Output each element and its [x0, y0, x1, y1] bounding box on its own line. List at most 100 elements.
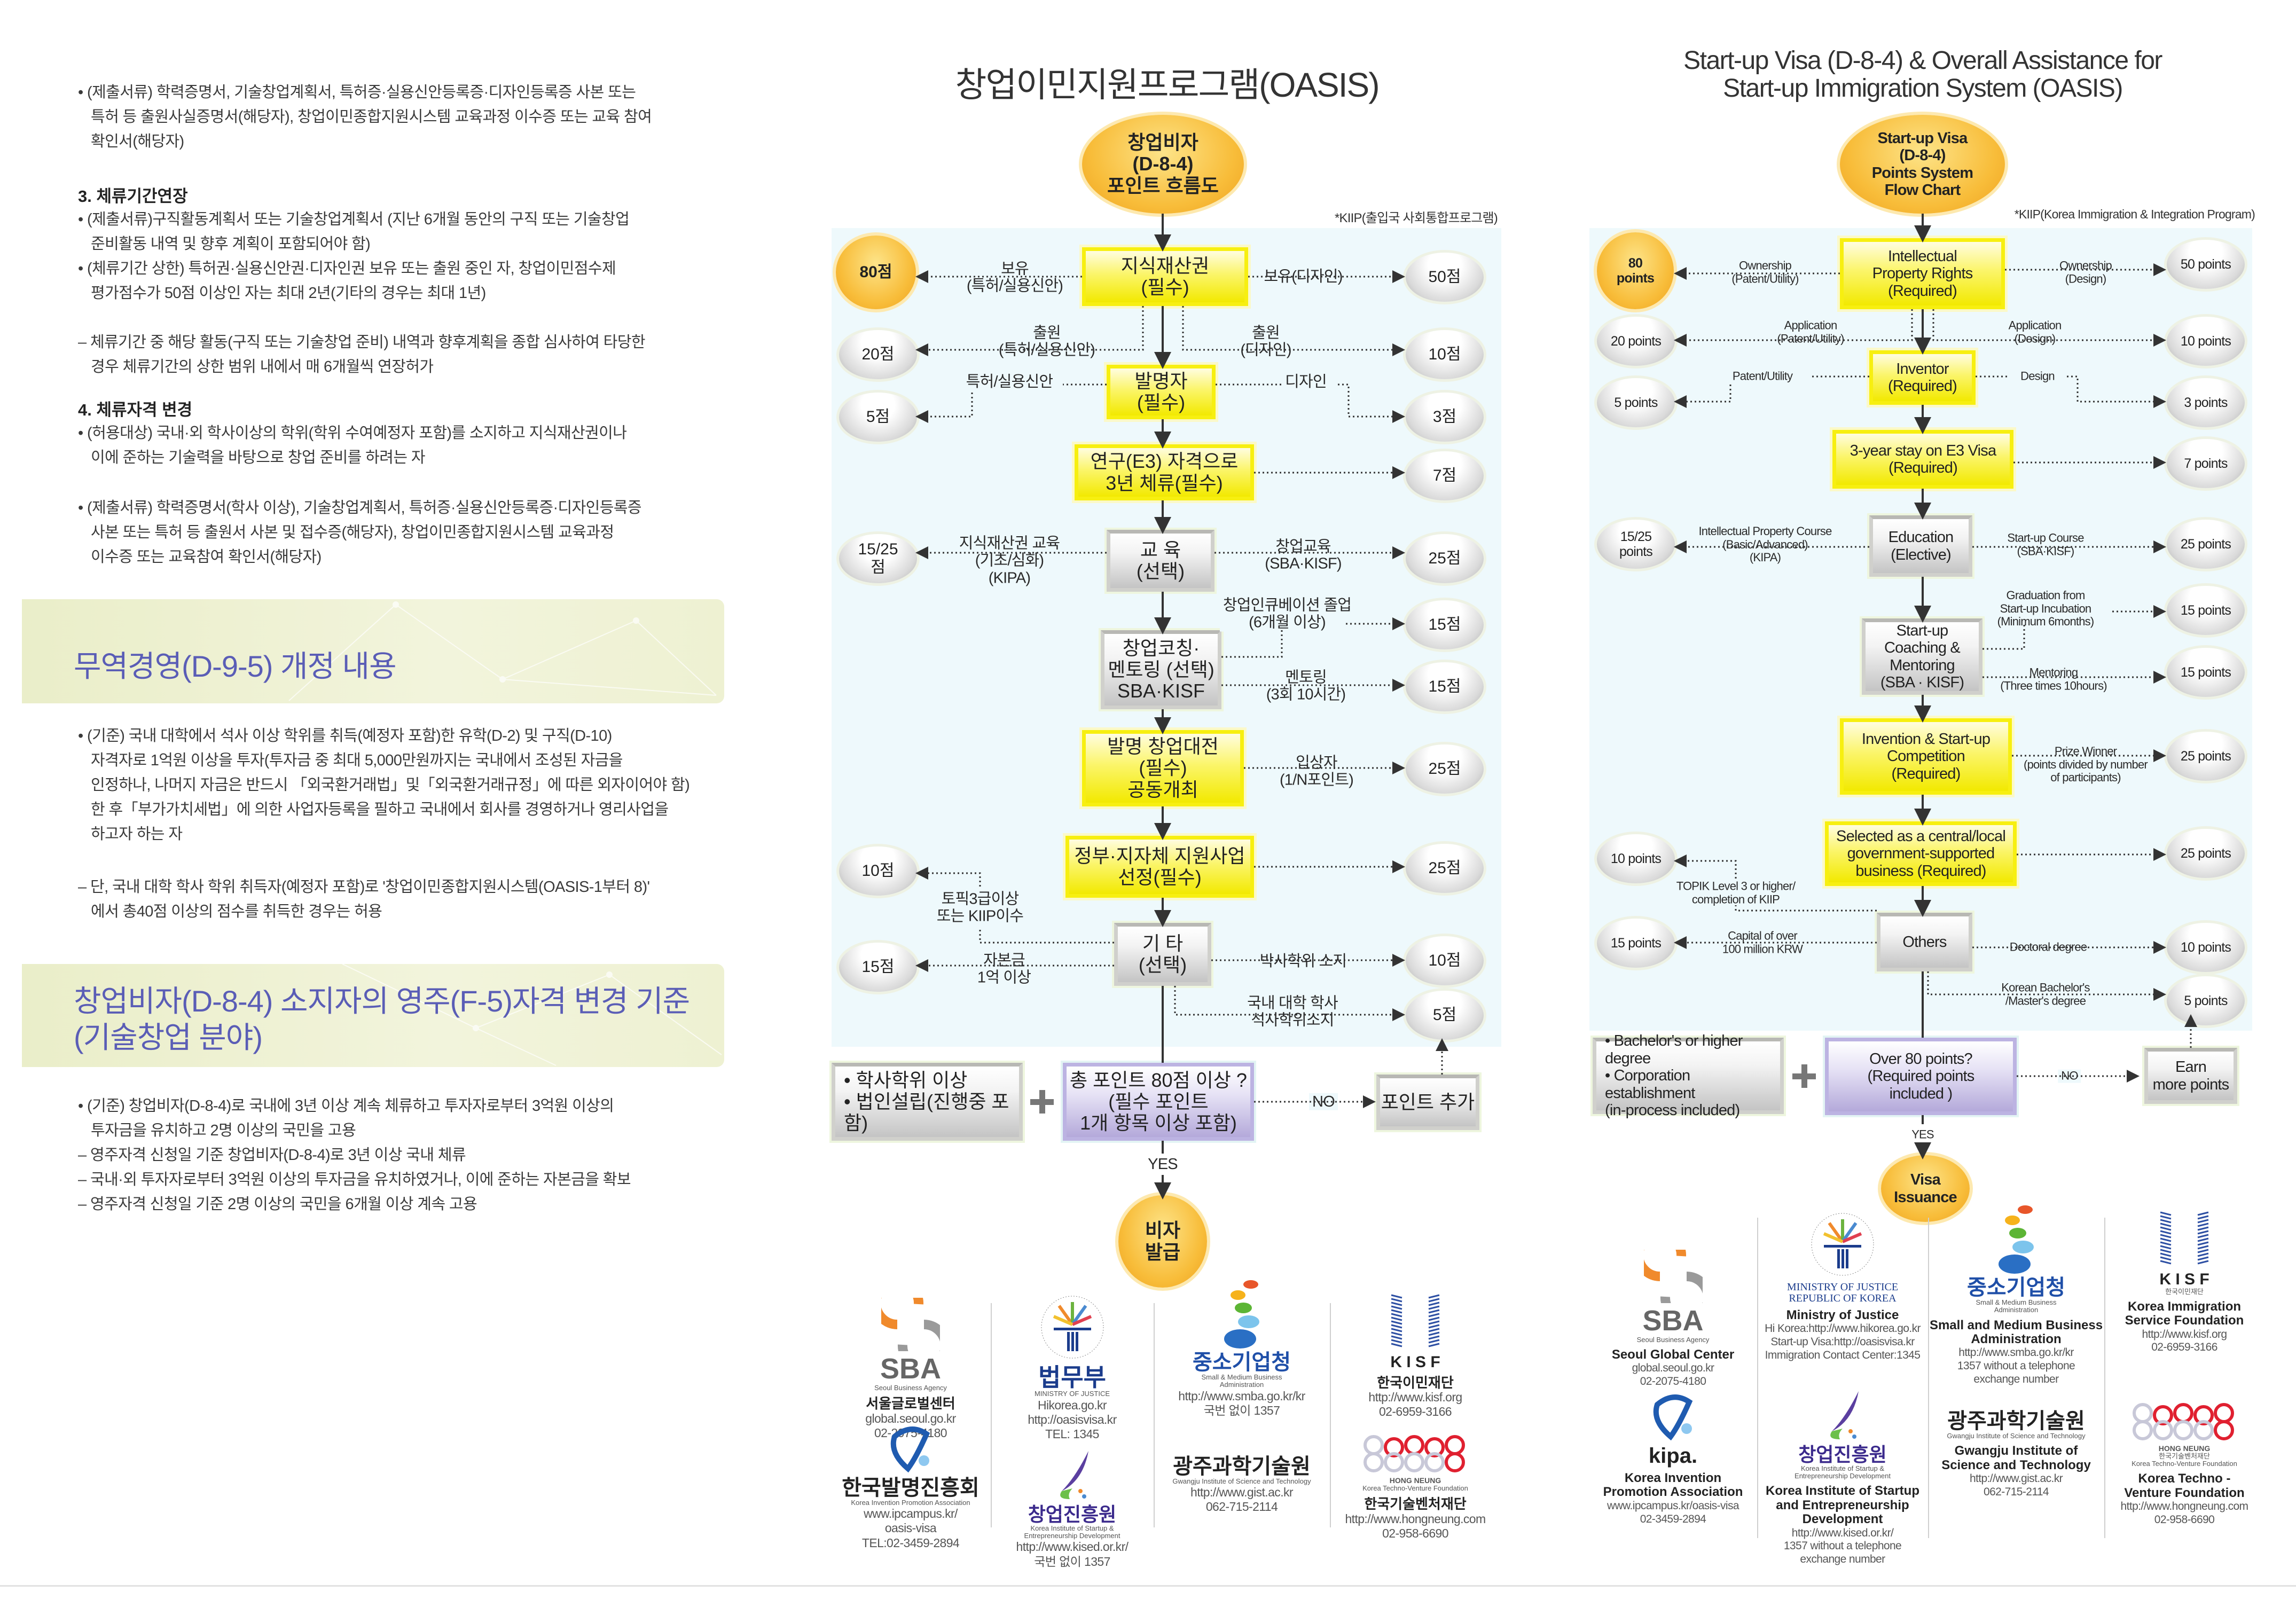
- org-logo-text: kipa.: [1648, 1444, 1698, 1468]
- banner-title: 창업비자(D-8-4) 소지자의 영주(F-5)자격 변경 기준(기술창업 분야…: [74, 983, 690, 1056]
- paragraph-documents: • (제출서류) 학력증명서, 기술창업계획서, 특허증·실용신안등록증·디자인…: [78, 80, 730, 154]
- org-contact[interactable]: Hi Korea:http://www.hikorea.go.kr Start-…: [1765, 1322, 1921, 1361]
- org-logo-subtitle: Small & Medium Business Administration: [1976, 1298, 2057, 1314]
- text-line: 확인서(해당자): [91, 133, 184, 150]
- org-logo-text: 광주과학기술원: [1173, 1455, 1311, 1478]
- org-contact[interactable]: http://www.smba.go.kr/kr 1357 without a …: [1957, 1346, 2075, 1385]
- org-logo-text: 중소기업청: [1193, 1351, 1291, 1374]
- org-contact[interactable]: Hikorea.go.kr http://oasisvisa.kr TEL: 1…: [1028, 1398, 1117, 1441]
- connector-label-doctor: 박사학위 소지: [1256, 952, 1350, 970]
- earn-more-points-node: 포인트 추가: [1376, 1075, 1479, 1130]
- step-box-inventor: Inventor (Required): [1869, 350, 1976, 405]
- org-contact[interactable]: http://www.kisf.org 02-6959-3166: [2142, 1328, 2228, 1354]
- connector-label-edu-left: Intellectual Property Course (Basic/Adva…: [1695, 524, 1835, 564]
- org-contact[interactable]: http://www.gist.ac.kr 062-715-2114: [1190, 1485, 1294, 1514]
- connector-label-edu-left: 지식재산권 교육 (기초/심화) (KIPA): [955, 535, 1063, 587]
- text-line: – 영주자격 신청일 기준 2명 이상의 국민을 6개월 이상 계속 고용: [78, 1196, 477, 1213]
- connector-label-inv-left: 특허/실용신안: [962, 373, 1056, 391]
- org-contact[interactable]: http://www.hongneung.com 02-958-6690: [1345, 1511, 1486, 1540]
- text-line: • (제출서류) 학력증명서(학사 이상), 기술창업계획서, 특허증·실용신안…: [78, 499, 642, 516]
- org-name: Korea Techno - Venture Foundation: [2124, 1471, 2245, 1500]
- connector-label-topik: 토픽3급이상 또는 KIIP이수: [933, 890, 1027, 926]
- step-box-coach: 창업코칭· 멘토링 (선택) SBA·KISF: [1101, 630, 1221, 709]
- points-badge-capital: 15 points: [1597, 919, 1675, 968]
- points-arrow: [1932, 309, 2166, 347]
- points-arrow: [1674, 385, 1731, 408]
- column-divider: [2104, 1218, 2105, 1538]
- points-badge-inv-left: 5점: [839, 393, 917, 442]
- connector-label-inv-left: Patent/Utility: [1729, 370, 1796, 383]
- org-contact[interactable]: global.seoul.go.kr 02-2075-4180: [1632, 1362, 1714, 1388]
- kipa-logo-icon: [1647, 1389, 1700, 1445]
- text-line: 하고자 하는 자: [91, 826, 183, 843]
- page-bottom-edge: [0, 1585, 2296, 1587]
- visa-issuance-node: Visa Issuance: [1881, 1155, 1970, 1222]
- text-line: • (허용대상) 국내·외 학사이상의 학위(학위 수여예정자 포함)를 소지하…: [78, 425, 627, 442]
- points-arrow: [915, 393, 973, 423]
- start-node: 창업비자 (D-8-4) 포인트 흐름도: [1082, 115, 1244, 214]
- org-contact[interactable]: http://www.hongneung.com 02-958-6690: [2120, 1500, 2249, 1526]
- smba-logo-icon: [1218, 1279, 1266, 1351]
- column-divider: [1757, 1218, 1758, 1538]
- connector-label-bachelor: 국내 대학 학사 석사학위소지: [1244, 994, 1341, 1030]
- paragraph-extension-review: – 체류기간 중 해당 활동(구직 또는 기술창업 준비) 내역과 향후계획을 …: [78, 330, 730, 379]
- org-contact[interactable]: http://www.kisf.org 02-6959-3166: [1368, 1390, 1462, 1419]
- org-logo-text: 한국발명진흥회: [842, 1476, 979, 1500]
- points-arrow: [979, 929, 1114, 944]
- text-line: • (기준) 창업비자(D-8-4)로 국내에 3년 이상 계속 체류하고 투자…: [78, 1097, 614, 1115]
- smba-logo-icon: [1992, 1204, 2040, 1276]
- org-name: Korea Institute of Startup and Entrepren…: [1765, 1484, 1919, 1527]
- text-line: – 국내·외 투자자로부터 3억원 이상의 투자금을 유치하였거나, 이에 준하…: [78, 1171, 631, 1188]
- org-contact[interactable]: http://www.gist.ac.kr 062-715-2114: [1969, 1472, 2063, 1498]
- org-logo-subtitle: 한국기술벤처재단 Korea Techno-Venture Foundation: [2132, 1452, 2237, 1468]
- org-contact[interactable]: www.ipcampus.kr/ oasis-visa TEL:02-3459-…: [861, 1507, 960, 1550]
- connector-label-mentor: Mentoring (Three times 10hours): [1997, 665, 2110, 693]
- org-name: Seoul Global Center: [1611, 1347, 1735, 1362]
- org-contact[interactable]: http://www.smba.go.kr/kr 국번 없이 1357: [1178, 1389, 1305, 1417]
- banner-title-line: (기술창업 분야): [74, 1021, 263, 1054]
- points-arrow: [915, 867, 981, 887]
- org-contact[interactable]: http://www.kised.or.kr/ 1357 without a t…: [1783, 1526, 1902, 1566]
- paragraph-extension-limit: • (체류기간 상한) 특허권·실용신안권·디자인권 보유 또는 출원 중인 자…: [78, 256, 730, 305]
- banner-title-line: 창업비자(D-8-4) 소지자의 영주(F-5)자격 변경 기준: [74, 984, 690, 1018]
- text-line: 에서 총40점 이상의 점수를 취득한 경우는 허용: [91, 903, 382, 920]
- points-badge-ip-left: 80점: [836, 236, 916, 309]
- section-heading-status-change: 4. 체류자격 변경: [78, 401, 193, 419]
- points-badge-app-left: 20 points: [1597, 317, 1675, 366]
- connector-label-own-right: Ownership (Design): [2056, 258, 2115, 286]
- list-f5-requirements: – 영주자격 신청일 기준 창업비자(D-8-4)로 3년 이상 국내 체류– …: [78, 1143, 730, 1217]
- column-divider: [1154, 1303, 1155, 1527]
- column-divider: [991, 1303, 992, 1527]
- requirements-box: • 학사학위 이상 • 법인설립(진행중 포함): [832, 1063, 1023, 1141]
- text-line: 자격자로 1억원 이상을 투자(투자금 중 최대 5,000만원까지는 국내에서…: [91, 752, 623, 769]
- points-badge-bachelor: 5 points: [2167, 976, 2245, 1025]
- points-arrow: [1338, 383, 1405, 423]
- kiip-note: *KIIP(Korea Immigration & Integration Pr…: [2014, 207, 2255, 221]
- org-logo-text: SBA: [880, 1353, 941, 1385]
- org-logo-text: 중소기업청: [1967, 1276, 2065, 1299]
- moj-logo-icon: [1038, 1292, 1107, 1365]
- org-contact[interactable]: http://www.kised.or.kr/ 국번 없이 1357: [1016, 1540, 1129, 1569]
- points-badge-bachelor: 5점: [1406, 991, 1484, 1040]
- org-logo-text: K I S F: [1390, 1353, 1440, 1371]
- connector-label-own-right: 보유(디자인): [1260, 268, 1346, 286]
- connector-label-capital: 자본금 1억 이상: [974, 952, 1035, 987]
- banner-trade-management: 무역경영(D-9-5) 개정 내용: [22, 599, 724, 703]
- org-contact[interactable]: www.ipcampus.kr/oasis-visa 02-3459-2894: [1607, 1499, 1739, 1525]
- page-title: 창업이민지원프로그램(OASIS): [955, 66, 1380, 104]
- step-box-edu: 교 육 (선택): [1107, 530, 1214, 592]
- step-box-gov: 정부·지자체 지원사업 선정(필수): [1065, 836, 1254, 898]
- text-line: – 체류기간 중 해당 활동(구직 또는 기술창업 준비) 내역과 향후계획을 …: [78, 334, 646, 351]
- plus-icon: [1791, 1063, 1817, 1089]
- step-box-etc: Others: [1877, 913, 1972, 971]
- connector-label-contest: 입상자 (1/N포인트): [1276, 754, 1357, 789]
- connector-label-yes: YES: [1908, 1128, 1937, 1142]
- network-pattern-icon: [342, 964, 722, 1066]
